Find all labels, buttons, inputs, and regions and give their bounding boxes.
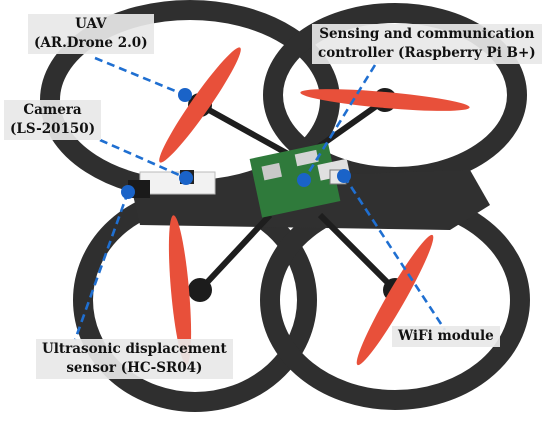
marker-ultrasonic <box>121 185 135 199</box>
uav-label: UAV (AR.Drone 2.0) <box>28 14 154 54</box>
uav-label-line2: (AR.Drone 2.0) <box>34 35 148 51</box>
camera-label: Camera (LS-20150) <box>4 100 102 140</box>
propeller-top-left <box>159 47 241 163</box>
markers <box>121 88 351 199</box>
marker-uav <box>178 88 192 102</box>
ultrasonic-label-line2: sensor (HC-SR04) <box>66 360 203 376</box>
raspberry-pi-board <box>249 142 351 218</box>
leader-ultrasonic <box>73 191 130 341</box>
marker-controller <box>297 173 311 187</box>
leader-camera <box>99 138 187 180</box>
leader-uav <box>94 56 186 97</box>
camera-label-line1: Camera <box>23 102 82 118</box>
propeller-top-right <box>300 89 470 111</box>
leader-lines <box>73 56 447 341</box>
ultrasonic-label-line1: Ultrasonic displacement <box>42 341 227 357</box>
controller-label: Sensing and communication controller (Ra… <box>312 24 542 64</box>
wifi-label: WiFi module <box>392 326 500 347</box>
motor-bottom-left <box>188 278 212 302</box>
propellers <box>159 47 470 366</box>
leader-controller <box>302 64 377 181</box>
uav-label-line1: UAV <box>75 16 107 32</box>
frame-arms <box>197 97 398 293</box>
leader-wifi <box>342 175 447 331</box>
propeller-bottom-left <box>168 215 192 365</box>
controller-label-line2: controller (Raspberry Pi B+) <box>318 45 536 61</box>
ultrasonic-label: Ultrasonic displacement sensor (HC-SR04) <box>36 339 233 379</box>
wifi-label-line1: WiFi module <box>398 328 494 344</box>
propeller-bottom-right <box>356 234 434 366</box>
camera-label-line2: (LS-20150) <box>10 121 96 137</box>
controller-label-line1: Sensing and communication <box>319 26 535 42</box>
marker-camera <box>179 171 193 185</box>
marker-wifi <box>337 169 351 183</box>
